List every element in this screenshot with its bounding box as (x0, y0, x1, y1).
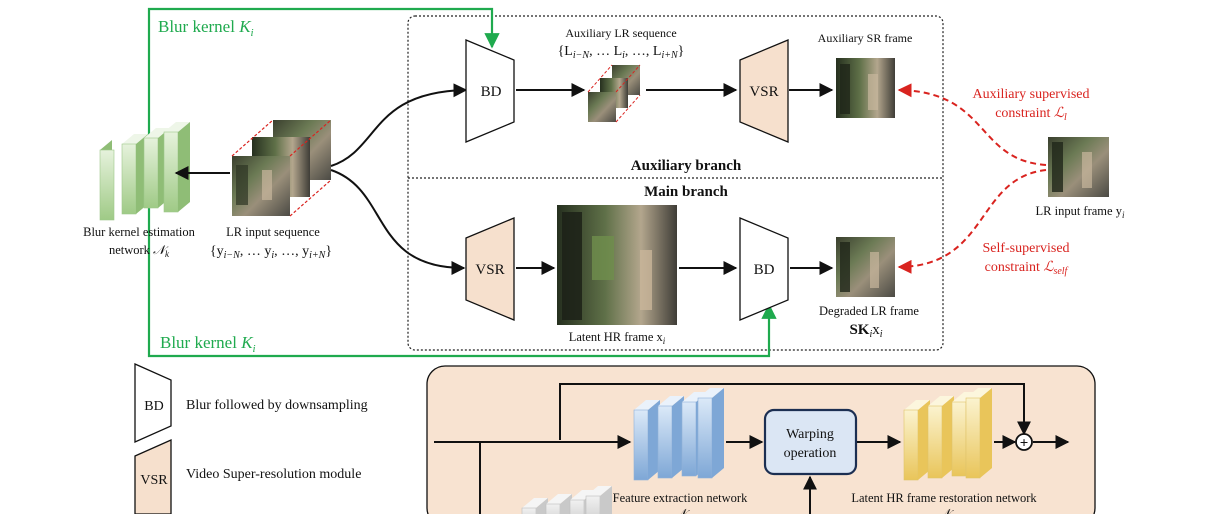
arrow-to-aux-bd (330, 83, 468, 167)
branches-frame (407, 15, 944, 351)
main-branch-title: Main branch (644, 184, 728, 200)
aux-vsr-block (739, 39, 789, 143)
lr-input-label-1: LR input sequence (226, 225, 320, 239)
degraded-lr-frame-image (836, 237, 895, 297)
partial-network-stack (521, 486, 612, 514)
aux-constraint-label-2: constraint ℒl (995, 106, 1067, 123)
degraded-label-2: SKixi (849, 322, 882, 340)
kernel-estimation-network (99, 122, 190, 221)
aux-bd-label: BD (481, 84, 502, 100)
lr-frame-right-label: LR input frame yi (1036, 204, 1125, 220)
kernel-line-bottom (147, 205, 777, 358)
aux-lr-sequence-image (587, 64, 641, 123)
add-operator-icon (1015, 433, 1033, 451)
aux-vsr-label: VSR (749, 84, 778, 100)
arrow-to-main-vsr (330, 169, 466, 275)
main-vsr-label: VSR (475, 262, 504, 278)
self-constraint-label-2: constraint ℒself (985, 260, 1069, 277)
lr-input-sequence-image (231, 119, 332, 217)
degraded-label-1: Degraded LR frame (819, 304, 919, 318)
restoration-network (903, 388, 992, 481)
skip-connection (559, 383, 1031, 440)
feature-net-label: Feature extraction network (613, 491, 748, 505)
legend-bd-desc: Blur followed by downsampling (186, 398, 368, 413)
warping-label-2: operation (784, 446, 837, 461)
legend-vsr-desc: Video Super-resolution module (186, 467, 361, 482)
latent-hr-frame-image (557, 205, 677, 325)
lr-input-frame-right-image (1048, 137, 1109, 197)
main-bd-block (739, 217, 789, 321)
main-bd-label: BD (754, 262, 775, 278)
legend-vsr-shape (134, 438, 172, 514)
latent-hr-label: Latent HR frame xi (569, 330, 666, 346)
feature-extraction-network (633, 388, 724, 481)
aux-sr-frame-image (836, 58, 895, 118)
aux-lr-seq-label-1: Auxiliary LR sequence (565, 26, 676, 40)
kernel-line-top (147, 7, 500, 145)
estimator-label-1: Blur kernel estimation (83, 225, 196, 239)
restoration-net-symbol-partial: 𝒩 (938, 506, 955, 514)
aux-sr-frame-label: Auxiliary SR frame (818, 31, 913, 45)
kernel-label-top: Blur kernel Ki (158, 17, 254, 39)
warping-label-1: Warping (786, 427, 834, 442)
feature-net-symbol-partial: 𝒩 (674, 506, 691, 514)
add-operator-symbol: + (1020, 436, 1029, 452)
self-constraint-label-1: Self-supervised (982, 241, 1069, 256)
legend-bd-label: BD (144, 399, 163, 414)
aux-branch-title: Auxiliary branch (631, 158, 742, 174)
aux-constraint-label-1: Auxiliary supervised (972, 87, 1089, 102)
restoration-net-label: Latent HR frame restoration network (851, 491, 1037, 505)
kernel-label-bottom: Blur kernel Ki (160, 333, 256, 355)
legend-bd-shape (134, 362, 172, 444)
estimator-label-2: network 𝒩k (109, 243, 170, 259)
legend-vsr-label: VSR (140, 473, 168, 488)
main-vsr-block (465, 217, 515, 321)
aux-constraint-arrow (897, 83, 1047, 166)
lr-input-label-2: {yi−N, … yi, …, yi+N} (210, 244, 332, 261)
self-constraint-arrow (897, 169, 1047, 274)
aux-bd-block (465, 39, 515, 143)
warping-operation-box (763, 408, 858, 476)
aux-lr-seq-label-2: {Li−N, … Li, …, Li+N} (558, 44, 685, 61)
